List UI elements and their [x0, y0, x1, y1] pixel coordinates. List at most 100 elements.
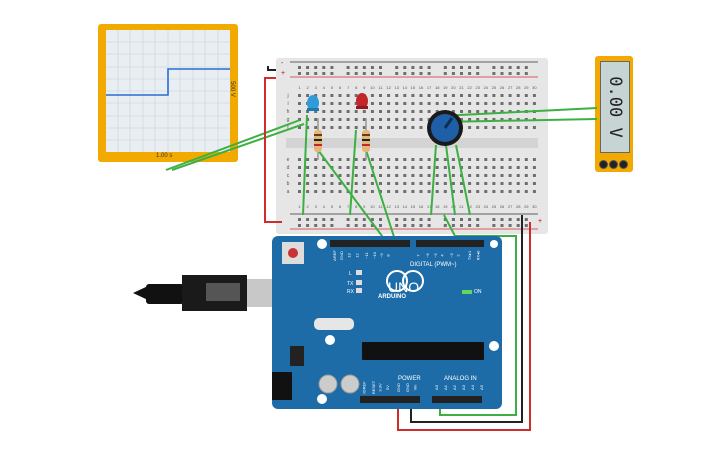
breadboard-hole	[532, 94, 536, 97]
oscilloscope[interactable]: 500 V 1.00 s	[98, 24, 238, 162]
arduino-uno-board[interactable]: UNO ARDUINO DIGITAL (PWM~) POWER ANALOG …	[272, 236, 502, 409]
breadboard-hole	[524, 66, 528, 69]
breadboard-hole	[516, 94, 520, 97]
breadboard-hole	[354, 94, 358, 97]
breadboard-hole	[387, 190, 391, 193]
breadboard-hole	[322, 224, 326, 227]
breadboard-hole	[532, 182, 536, 185]
breadboard-hole	[379, 102, 382, 105]
breadboard-hole	[468, 158, 472, 161]
breadboard-hole	[370, 110, 374, 113]
board-brand: UNO	[388, 279, 420, 295]
breadboard-hole	[508, 126, 512, 129]
breadboard-hole	[403, 72, 407, 75]
breadboard-hole	[314, 190, 318, 193]
breadboard-hole	[427, 94, 431, 97]
breadboard-hole	[451, 72, 455, 75]
breadboard-hole	[322, 174, 326, 177]
digital-pin-label: 8	[385, 254, 391, 257]
breadboard-hole	[306, 94, 310, 97]
column-number: 6	[339, 85, 342, 90]
breadboard-hole	[379, 190, 382, 193]
rx-led-label: RX	[347, 289, 354, 295]
breadboard-hole	[306, 110, 310, 113]
breadboard-hole	[403, 190, 407, 193]
breadboard-hole	[322, 66, 326, 69]
column-number: 10	[370, 204, 375, 209]
column-number: 6	[339, 204, 342, 209]
breadboard-hole	[492, 94, 496, 97]
breadboard-hole	[298, 190, 301, 193]
breadboard-hole	[338, 118, 342, 121]
digital-header-right[interactable]	[416, 240, 484, 247]
breadboard-hole	[492, 158, 496, 161]
breadboard-hole	[314, 126, 318, 129]
breadboard-hole	[306, 190, 310, 193]
digital-pin-label: 4	[439, 254, 445, 257]
board-logo-text: ARDUINO	[378, 294, 406, 300]
column-number: 11	[378, 204, 383, 209]
breadboard-hole	[370, 182, 374, 185]
breadboard-hole	[314, 118, 318, 121]
column-number: 20	[451, 85, 456, 90]
breadboard-hole	[370, 224, 374, 227]
breadboard-hole	[476, 102, 480, 105]
breadboard-hole	[500, 182, 504, 185]
breadboard-hole	[427, 110, 431, 113]
breadboard-hole	[532, 126, 536, 129]
column-number: 8	[355, 204, 358, 209]
breadboard-hole	[427, 166, 431, 169]
breadboard-hole	[492, 224, 496, 227]
breadboard-hole	[468, 118, 472, 121]
breadboard-hole	[411, 72, 415, 75]
breadboard-hole	[403, 166, 407, 169]
breadboard-hole	[330, 190, 334, 193]
breadboard-hole	[468, 110, 472, 113]
meter-mode-a-icon[interactable]	[599, 160, 608, 169]
breadboard-hole	[322, 94, 326, 97]
meter-mode-r-icon[interactable]	[619, 160, 628, 169]
breadboard-hole	[370, 102, 374, 105]
column-number: 11	[378, 85, 383, 90]
breadboard-hole	[314, 72, 318, 75]
breadboard-hole	[298, 174, 301, 177]
breadboard-hole	[500, 126, 504, 129]
breadboard-hole	[354, 218, 358, 221]
analog-header[interactable]	[432, 396, 482, 403]
breadboard-hole	[411, 110, 415, 113]
breadboard-hole	[484, 190, 488, 193]
breadboard-hole	[330, 72, 334, 75]
meter-mode-v-icon[interactable]	[609, 160, 618, 169]
breadboard-hole	[322, 110, 326, 113]
breadboard-hole	[484, 182, 488, 185]
breadboard-hole	[419, 118, 423, 121]
breadboard-hole	[379, 66, 382, 69]
breadboard-hole	[322, 190, 326, 193]
breadboard-hole	[524, 94, 528, 97]
breadboard-hole	[346, 72, 350, 75]
oscilloscope-grid	[106, 30, 230, 152]
breadboard-hole	[314, 66, 318, 69]
row-letter: i	[287, 101, 288, 107]
breadboard-hole	[338, 158, 342, 161]
oscilloscope-screen	[106, 30, 230, 152]
breadboard-hole	[500, 102, 504, 105]
power-label: POWER	[398, 376, 421, 382]
breadboard-hole	[298, 66, 301, 69]
analog-pin-label: A3	[460, 385, 466, 390]
multimeter[interactable]: 0.00 V	[595, 56, 633, 172]
breadboard-hole	[516, 102, 520, 105]
breadboard-hole	[524, 218, 528, 221]
power-pin-label: IOREF	[361, 381, 367, 394]
power-header[interactable]	[360, 396, 420, 403]
column-number: 23	[475, 204, 480, 209]
breadboard-hole	[330, 182, 334, 185]
breadboard-hole	[330, 174, 334, 177]
arduino-gnd-wire	[410, 215, 523, 423]
breadboard-hole	[411, 182, 415, 185]
breadboard-hole	[419, 72, 423, 75]
breadboard-hole	[338, 110, 342, 113]
breadboard-hole	[370, 126, 374, 129]
column-number: 9	[363, 85, 366, 90]
digital-header-left[interactable]	[330, 240, 410, 247]
